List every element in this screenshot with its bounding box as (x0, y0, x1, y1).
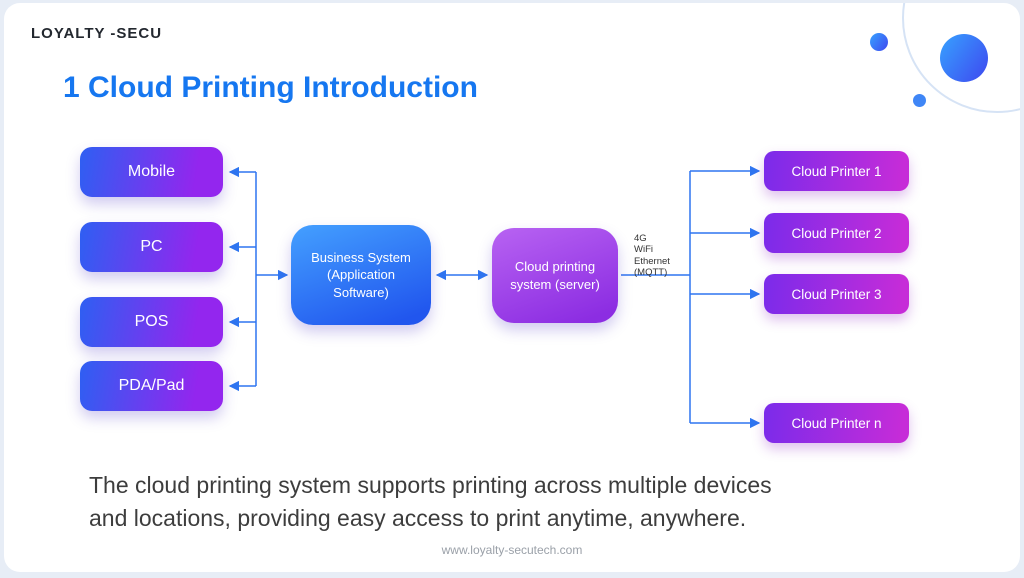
device-node-mobile: Mobile (80, 147, 223, 197)
printer-node-2: Cloud Printer 2 (764, 213, 909, 253)
device-node-pos: POS (80, 297, 223, 347)
device-node-pda-pad: PDA/Pad (80, 361, 223, 411)
device-node-pc: PC (80, 222, 223, 272)
page-title: 1 Cloud Printing Introduction (63, 71, 478, 104)
slide-background: LOYALTY -SECU 1 Cloud Printing Introduct… (4, 3, 1020, 572)
printer-node-3: Cloud Printer 3 (764, 274, 909, 314)
decor-circle-small (870, 33, 888, 51)
printer-node-1: Cloud Printer 1 (764, 151, 909, 191)
network-protocol-label: 4G WiFi Ethernet (MQTT) (634, 233, 670, 279)
cloud-printing-system-node: Cloud printing system (server) (492, 228, 618, 323)
printer-node-n: Cloud Printer n (764, 403, 909, 443)
brand-logo: LOYALTY -SECU (31, 25, 163, 42)
decor-circle-large (940, 34, 988, 82)
footer-url: www.loyalty-secutech.com (441, 543, 583, 557)
decor-circle-dot (913, 94, 926, 107)
business-system-node: Business System (Application Software) (291, 225, 431, 325)
slide-description: The cloud printing system supports print… (89, 472, 772, 531)
